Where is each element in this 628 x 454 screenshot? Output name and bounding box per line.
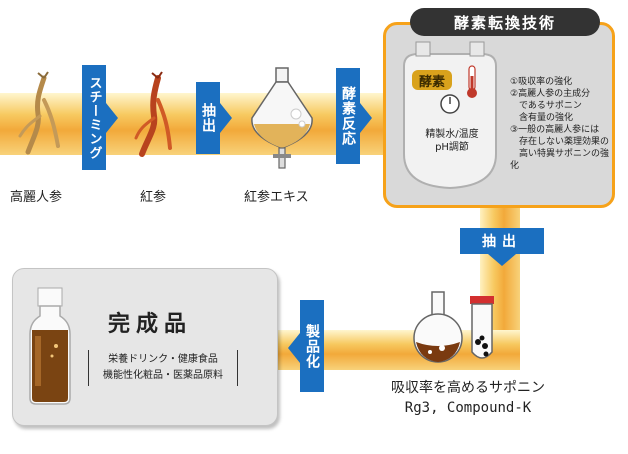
korean-ginseng-image	[14, 70, 74, 160]
benefit-line: 含有量の強化	[510, 113, 574, 123]
benefit-line: ①吸収率の強化	[510, 77, 573, 87]
drink-bottle-image	[26, 286, 74, 406]
enzyme-benefits-list: ①吸収率の強化 ②高麗人参の主成分 であるサポニン 含有量の強化 ③一般の高麗人…	[510, 76, 614, 172]
benefit-line: ③一般の高麗人参には	[510, 125, 600, 135]
final-product-title: 完成品	[108, 312, 193, 337]
benefit-line: であるサポニン	[510, 101, 582, 111]
step-productization-tab: 製品化	[300, 300, 324, 392]
product-uses-text: 栄養ドリンク・健康食品 機能性化粧品・医薬品原料	[88, 350, 238, 386]
korean-ginseng-label: 高麗人参	[10, 190, 63, 205]
controls-line-1: 精製水/温度	[425, 129, 479, 140]
arrow-left-icon	[288, 333, 300, 363]
step-enzyme-reaction-tab: 酵素反応	[336, 68, 360, 164]
red-ginseng-extract-label: 紅参エキス	[244, 190, 309, 205]
product-uses-line-1: 栄養ドリンク・健康食品	[108, 354, 218, 365]
saponin-label: 吸収率を高めるサポニン Rg3, Compound-K	[368, 378, 568, 418]
saponin-line-2: Rg3, Compound-K	[404, 400, 532, 416]
separatory-funnel-image	[244, 66, 320, 174]
benefit-line: 高い特異サポニンの強化	[510, 149, 610, 171]
arrow-right-icon	[220, 103, 232, 133]
benefit-line: 存在しない薬理効果の	[510, 137, 610, 147]
reactor-tank-image	[396, 36, 504, 196]
red-ginseng-image	[130, 70, 185, 160]
step-steaming-tab: スチーミング	[82, 65, 106, 170]
arrow-down-icon	[488, 254, 516, 266]
step-extract-down-label: 抽出	[482, 234, 522, 250]
step-enzyme-reaction-label: 酵素反応	[340, 86, 356, 146]
arrow-right-icon	[360, 103, 372, 133]
saponin-line-1: 吸収率を高めるサポニン	[391, 380, 545, 396]
step-extract-tab: 抽出	[196, 82, 220, 154]
enzyme-badge-label: 酵素	[418, 74, 445, 90]
flask-image	[410, 290, 466, 366]
arrow-right-icon	[106, 103, 118, 133]
reactor-controls-text: 精製水/温度 pH調節	[412, 128, 492, 154]
test-tube-image	[464, 294, 500, 366]
step-productization-label: 製品化	[304, 323, 320, 369]
product-uses-line-2: 機能性化粧品・医薬品原料	[103, 370, 223, 381]
enzyme-badge: 酵素	[412, 70, 452, 90]
step-extract-label: 抽出	[200, 103, 216, 133]
red-ginseng-label: 紅参	[140, 190, 167, 205]
benefit-line: ②高麗人参の主成分	[510, 89, 591, 99]
step-extract-down-tab: 抽出	[460, 228, 544, 254]
enzyme-panel-title: 酵素転換技術	[410, 8, 600, 36]
controls-line-2: pH調節	[435, 142, 469, 153]
step-steaming-label: スチーミング	[86, 75, 102, 160]
